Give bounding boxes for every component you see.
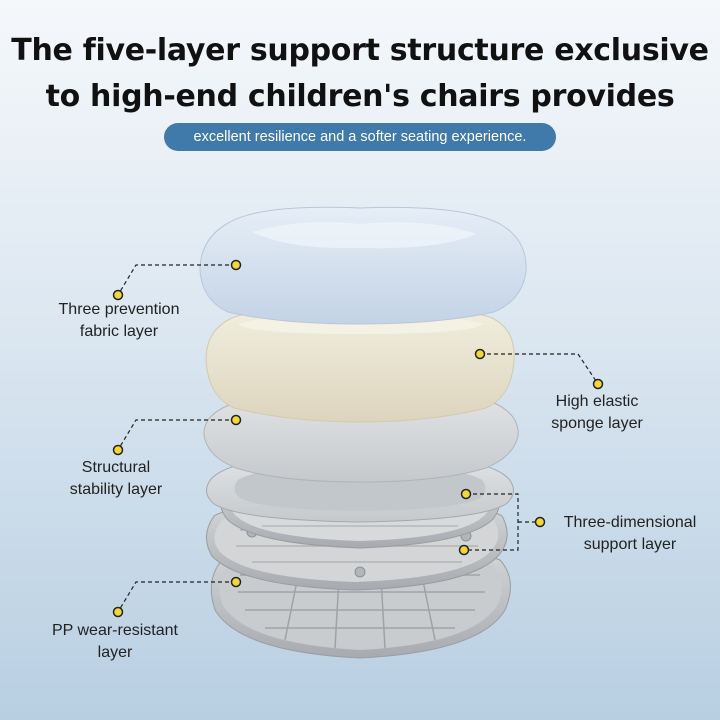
marker-dot-icon — [230, 414, 242, 426]
label-structural-line-2: stability layer — [69, 481, 163, 498]
headline: The five-layer support structure exclusi… — [0, 28, 720, 120]
marker-dot-icon — [230, 259, 242, 271]
fabric-cushion-layer — [199, 206, 527, 325]
label-sponge-layer: High elastic sponge layer — [532, 391, 662, 435]
leader-fabric — [117, 264, 236, 296]
label-pp-layer: PP wear-resistant layer — [40, 620, 190, 664]
label-three-dimensional-layer: Three-dimensional support layer — [550, 512, 710, 556]
leader-pp — [117, 581, 236, 613]
headline-line-1: The five-layer support structure exclusi… — [11, 33, 709, 68]
label-sponge-line-1: High elastic — [555, 393, 639, 410]
label-sponge-line-2: sponge layer — [551, 415, 643, 432]
marker-dot-icon — [460, 488, 472, 500]
label-three-d-line-2: support layer — [583, 536, 677, 553]
label-structural-line-1: Structural — [81, 459, 151, 476]
marker-dots — [112, 259, 604, 618]
label-fabric-line-1: Three prevention — [58, 301, 180, 318]
subtitle-pill: excellent resilience and a softer seatin… — [164, 123, 556, 151]
leader-lines — [117, 264, 599, 613]
marker-dot-icon — [112, 444, 124, 456]
label-pp-line-2: layer — [97, 644, 133, 661]
marker-dot-icon — [230, 576, 242, 588]
label-structural-layer: Structural stability layer — [56, 457, 176, 501]
leader-sponge — [480, 353, 599, 385]
label-three-d-line-1: Three-dimensional — [563, 514, 697, 531]
leader-structural — [117, 419, 236, 451]
label-fabric-layer: Three prevention fabric layer — [46, 299, 192, 343]
label-fabric-line-2: fabric layer — [79, 323, 159, 340]
headline-line-2: to high-end children's chairs provides — [45, 79, 675, 114]
marker-dot-icon — [112, 289, 124, 301]
marker-dot-icon — [474, 348, 486, 360]
marker-dot-icon — [458, 544, 470, 556]
marker-dot-icon — [592, 378, 604, 390]
marker-dot-icon — [112, 606, 124, 618]
marker-dot-icon — [534, 516, 546, 528]
label-pp-line-1: PP wear-resistant — [52, 622, 178, 639]
